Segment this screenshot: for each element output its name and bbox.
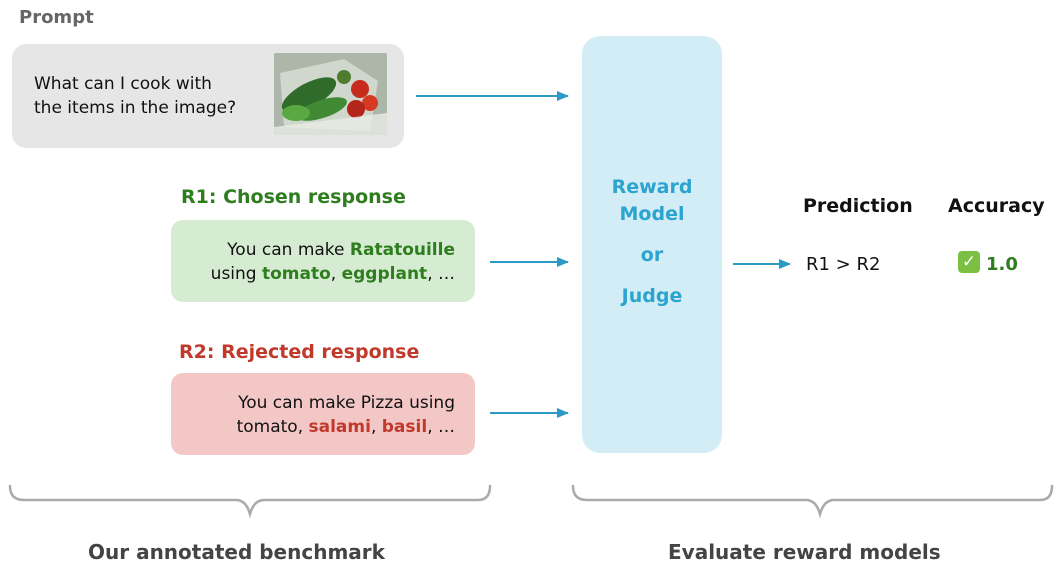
right-brace: [571, 484, 1054, 519]
benchmark-label: Our annotated benchmark: [88, 540, 385, 564]
model-line3: or: [640, 244, 664, 266]
prompt-section-label: Prompt: [19, 7, 94, 28]
r2-sep: ,: [370, 417, 382, 437]
r1-sep: ,: [330, 264, 342, 284]
r1-ingredient1: tomato: [262, 264, 331, 284]
prediction-value: R1 > R2: [806, 254, 881, 275]
evaluate-label: Evaluate reward models: [668, 540, 941, 564]
prompt-text-line1: What can I cook with: [34, 74, 212, 94]
reward-model-label: Reward Model or Judge: [582, 172, 722, 312]
r1-response-box: You can make Ratatouille using tomato, e…: [171, 220, 475, 302]
prompt-text-line2: the items in the image?: [34, 98, 237, 118]
model-line4: Judge: [621, 285, 683, 307]
r1-line2: using tomato, eggplant, …: [171, 262, 455, 286]
r1-line1: You can make Ratatouille: [171, 238, 455, 262]
r1-dish: Ratatouille: [349, 240, 455, 260]
checkmark-icon: ✓: [958, 251, 980, 273]
prediction-header: Prediction: [803, 195, 913, 217]
r1-text-prefix: You can make: [227, 240, 350, 260]
r2-ingredient2: basil: [381, 417, 428, 437]
accuracy-header: Accuracy: [948, 195, 1045, 217]
left-brace: [8, 484, 492, 519]
r1-ingredient2: eggplant: [341, 264, 428, 284]
r2-title: R2: Rejected response: [179, 341, 420, 363]
r1-title: R1: Chosen response: [181, 186, 406, 208]
model-line2: Model: [619, 203, 685, 225]
r1-line2-prefix: using: [210, 264, 262, 284]
model-line1: Reward: [611, 176, 693, 198]
vegetables-photo-icon: [274, 53, 387, 135]
r2-line2-prefix: tomato,: [236, 417, 309, 437]
reward-model-box: [582, 36, 722, 453]
r2-line1: You can make Pizza using: [238, 393, 455, 413]
prompt-text: What can I cook with the items in the im…: [34, 72, 274, 120]
r1-ellipsis: , …: [427, 264, 455, 284]
r2-ingredient1: salami: [308, 417, 371, 437]
r2-response-box: You can make Pizza using tomato, salami,…: [171, 373, 475, 455]
r2-ellipsis: , …: [427, 417, 455, 437]
r2-line2: tomato, salami, basil, …: [171, 415, 455, 439]
accuracy-value: 1.0: [986, 254, 1018, 275]
